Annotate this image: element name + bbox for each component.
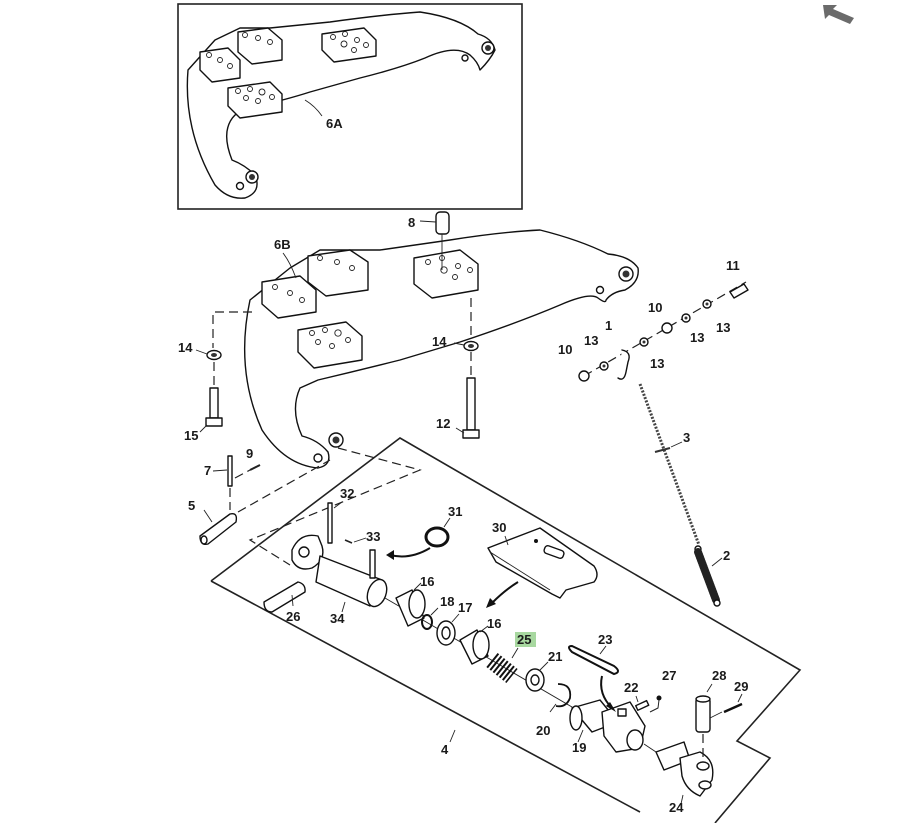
frame-6b-drawing <box>243 229 639 469</box>
part-19-housing <box>569 699 646 753</box>
part-26-pin <box>263 581 306 613</box>
callout-13-a: 13 <box>584 333 598 348</box>
callout-28: 28 <box>712 668 726 683</box>
callout-25[interactable]: 25 <box>517 632 531 647</box>
callout-33: 33 <box>366 529 380 544</box>
part-9-clip <box>234 464 261 479</box>
callout-13-c: 13 <box>690 330 704 345</box>
callout-17: 17 <box>458 600 472 615</box>
frame-6a-drawing <box>186 11 496 199</box>
part-29-cotter <box>709 693 743 719</box>
callout-23: 23 <box>598 632 612 647</box>
part-20-snapring <box>549 683 572 713</box>
callout-21: 21 <box>548 649 562 664</box>
callout-29: 29 <box>734 679 748 694</box>
callout-6a: 6A <box>326 116 343 131</box>
part-27-grease-fitting <box>649 695 662 713</box>
callout-14-right: 14 <box>432 334 447 349</box>
callout-10-upper: 10 <box>648 300 662 315</box>
part-hardware-chain <box>578 281 749 382</box>
part-2-spring <box>694 545 723 607</box>
callout-9: 9 <box>246 446 253 461</box>
part-7-pin <box>212 455 233 510</box>
part-5-pin <box>199 509 238 546</box>
part-18-oring <box>421 607 439 630</box>
callout-25-highlight <box>515 632 536 647</box>
callout-16-b: 16 <box>487 616 501 631</box>
callout-12: 12 <box>436 416 450 431</box>
callout-3: 3 <box>683 430 690 445</box>
callout-11: 11 <box>726 258 740 273</box>
part-23-clip <box>568 644 619 712</box>
callout-7: 7 <box>204 463 211 478</box>
assembly-outline-4 <box>210 437 802 823</box>
callout-24: 24 <box>669 800 684 815</box>
back-button[interactable] <box>820 2 858 26</box>
callout-19: 19 <box>572 740 586 755</box>
callout-30: 30 <box>492 520 506 535</box>
part-33-clip <box>344 537 367 544</box>
part-22-pin <box>635 695 650 711</box>
part-3-rod <box>638 383 701 546</box>
callout-18: 18 <box>440 594 454 609</box>
callout-27: 27 <box>662 668 676 683</box>
part-17-seal <box>436 613 460 646</box>
inset-border <box>177 3 523 210</box>
callout-22: 22 <box>624 680 638 695</box>
callout-14-left: 14 <box>178 340 193 355</box>
callout-1: 1 <box>605 318 612 333</box>
callout-32: 32 <box>340 486 354 501</box>
part-25-spring <box>486 647 519 684</box>
part-16-bushing-1 <box>395 582 426 627</box>
back-arrow-icon <box>823 5 854 24</box>
part-28-pin <box>695 683 713 760</box>
callout-20: 20 <box>536 723 550 738</box>
part-21-washer <box>525 661 549 692</box>
part-15-bolt-left <box>195 311 252 433</box>
callout-4: 4 <box>441 742 449 757</box>
callout-34: 34 <box>330 611 345 626</box>
inset-frame-6a: 6A <box>177 3 523 210</box>
callout-2: 2 <box>723 548 730 563</box>
callout-16-a: 16 <box>420 574 434 589</box>
part-16-bushing-2 <box>459 625 490 665</box>
callout-26: 26 <box>286 609 300 624</box>
callout-6b: 6B <box>274 237 291 252</box>
part-31-ring <box>386 517 451 560</box>
part-32-pin <box>327 501 343 544</box>
callout-13-d: 13 <box>716 320 730 335</box>
callout-10-lower: 10 <box>558 342 572 357</box>
callout-8: 8 <box>408 215 415 230</box>
part-34-cylinder <box>291 534 388 613</box>
callout-13-b: 13 <box>650 356 664 371</box>
callout-5: 5 <box>188 498 195 513</box>
callout-15: 15 <box>184 428 198 443</box>
part-24-clevis <box>643 741 714 805</box>
part-8-dowel <box>419 211 450 270</box>
part-12-bolt <box>453 298 480 439</box>
part-30-bracket <box>486 527 598 608</box>
callout-31: 31 <box>448 504 462 519</box>
